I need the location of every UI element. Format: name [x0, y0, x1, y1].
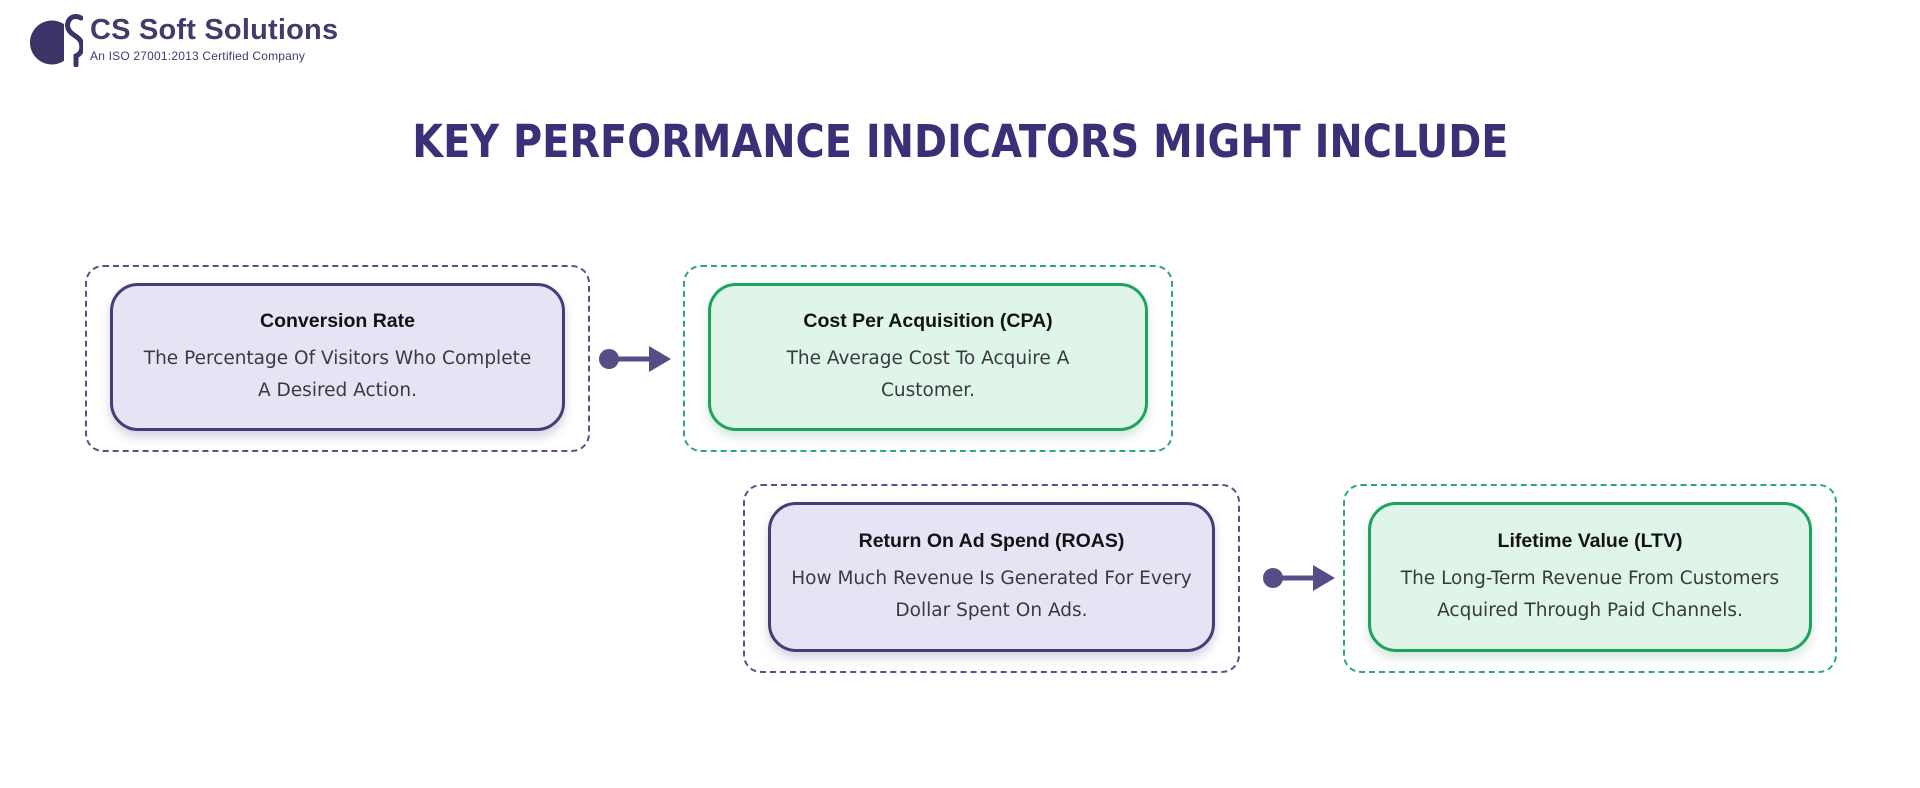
brand-tagline: An ISO 27001:2013 Certified Company [90, 49, 306, 63]
kpi-card-conversion-rate: Conversion Rate The Percentage Of Visito… [85, 265, 590, 452]
kpi-card-inner: Conversion Rate The Percentage Of Visito… [110, 283, 565, 431]
kpi-card-title: Cost Per Acquisition (CPA) [803, 310, 1053, 332]
brand-text: CS Soft Solutions An ISO 27001:2013 Cert… [90, 10, 338, 63]
kpi-card-lifetime-value: Lifetime Value (LTV) The Long-Term Reven… [1343, 484, 1837, 673]
brand-name: CS Soft Solutions [90, 14, 339, 46]
kpi-card-description: How Much Revenue Is Generated For Every … [791, 568, 1192, 621]
kpi-card-title: Lifetime Value (LTV) [1497, 530, 1683, 552]
circle-arrow-right-icon [599, 346, 671, 372]
kpi-card-cost-per-acquisition: Cost Per Acquisition (CPA) The Average C… [683, 265, 1173, 452]
page-title: KEY PERFORMANCE INDICATORS MIGHT INCLUDE [0, 115, 1920, 168]
kpi-card-description: The Average Cost To Acquire A Customer. [786, 348, 1070, 401]
kpi-card-description: The Percentage Of Visitors Who Complete … [143, 348, 532, 401]
kpi-card-title: Conversion Rate [260, 310, 415, 332]
page-title-text: KEY PERFORMANCE INDICATORS MIGHT INCLUDE [411, 115, 1509, 168]
kpi-card-title: Return On Ad Spend (ROAS) [858, 530, 1125, 552]
kpi-card-description: The Long-Term Revenue From Customers Acq… [1400, 568, 1780, 621]
kpi-card-inner: Cost Per Acquisition (CPA) The Average C… [708, 283, 1148, 431]
circle-arrow-right-icon [1263, 565, 1335, 591]
kpi-card-inner: Lifetime Value (LTV) The Long-Term Reven… [1368, 502, 1812, 652]
kpi-card-inner: Return On Ad Spend (ROAS) How Much Reven… [768, 502, 1215, 652]
cs-logo-icon [30, 14, 83, 67]
brand-logo: CS Soft Solutions An ISO 27001:2013 Cert… [30, 10, 338, 67]
kpi-card-return-on-ad-spend: Return On Ad Spend (ROAS) How Much Reven… [743, 484, 1240, 673]
